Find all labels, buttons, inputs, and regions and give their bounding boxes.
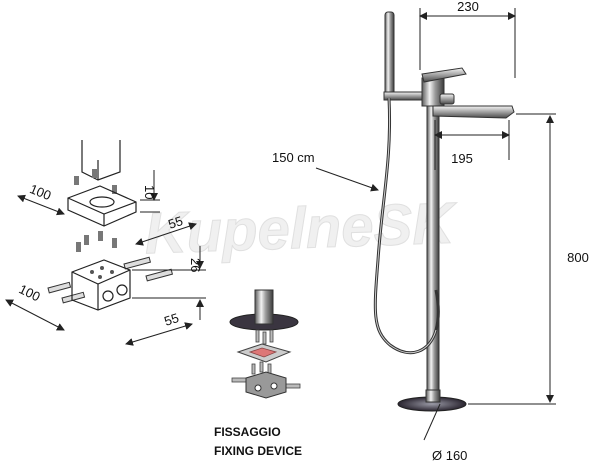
main-column [426, 79, 440, 403]
fixing-block [71, 259, 131, 311]
watermark-text: KupelneSK [144, 190, 460, 266]
label-plate-depth: 55 [166, 213, 184, 232]
caption-line-2: FIXING DEVICE [214, 444, 302, 458]
label-base-diameter: Ø 160 [432, 448, 467, 463]
label-block-width: 100 [17, 281, 43, 304]
dimension-spout-length: 195 [434, 120, 510, 170]
dimension-hose-length: 150 cm [272, 150, 379, 192]
label-plate-height: 10 [142, 185, 157, 199]
caption-line-1: FISSAGGIO [214, 425, 281, 439]
label-spout-reach: 230 [457, 0, 479, 14]
fixing-device-illustration [229, 289, 301, 399]
fixing-plate-detail: 100 10 55 [17, 140, 197, 252]
dimension-base-diameter: Ø 160 [423, 403, 467, 463]
diverter-knob [439, 93, 455, 105]
label-total-height: 800 [567, 250, 589, 265]
hand-shower [384, 11, 395, 97]
label-hose-length: 150 cm [272, 150, 315, 165]
label-spout-length: 195 [451, 151, 473, 166]
spout [432, 105, 515, 119]
dimension-spout-reach: 230 [419, 0, 516, 78]
fixing-block-detail: 26 100 55 [5, 246, 206, 346]
label-block-depth: 55 [162, 310, 180, 329]
label-block-height: 26 [188, 258, 203, 272]
bathtub-mixer-illustration [373, 11, 515, 412]
dimension-total-height: 800 [468, 113, 589, 405]
label-plate-width: 100 [28, 181, 54, 203]
fixing-plate [67, 185, 137, 227]
mixer-lever [421, 67, 467, 83]
